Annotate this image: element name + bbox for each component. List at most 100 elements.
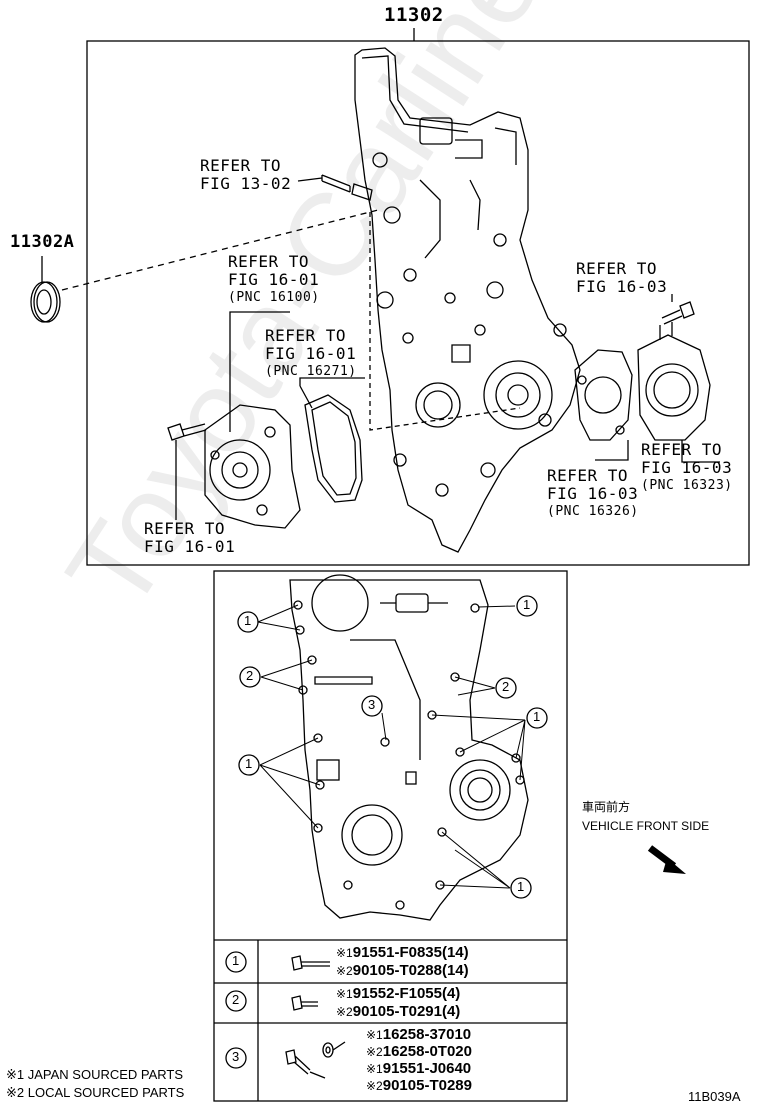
marker-label: 3 xyxy=(368,697,376,712)
bolt-icon xyxy=(291,995,318,1011)
marker-label: 1 xyxy=(523,597,531,612)
callout-line1: REFER TO xyxy=(576,259,658,278)
legend-marker: 1 xyxy=(232,953,240,968)
vehicle-front-label-en: VEHICLE FRONT SIDE xyxy=(582,819,710,833)
marker-circle xyxy=(361,695,383,717)
legend-part-line[interactable]: ※290105-T0288(14) xyxy=(336,962,469,980)
callout-refer-fig-16-03-pnc16323[interactable]: REFER TO FIG 16-03 (PNC 16323) xyxy=(641,441,733,495)
note-local-sourced: ※2 LOCAL SOURCED PARTS xyxy=(6,1085,185,1100)
part-number: 16258-0T020 xyxy=(382,1043,472,1060)
outlet-bolt xyxy=(661,301,695,325)
alignment-line-oil-seal xyxy=(61,209,379,291)
part-number: 91551-F0835(14) xyxy=(352,944,469,961)
legend-marker-circle xyxy=(225,951,247,973)
marker-circle xyxy=(510,877,532,899)
side-part-number: 11302A xyxy=(10,232,75,252)
source-mark: ※1 xyxy=(366,1028,383,1042)
callout-refer-fig-16-03-pnc16326[interactable]: REFER TO FIG 16-03 (PNC 16326) xyxy=(547,467,639,521)
water-pump-gasket-inner xyxy=(311,401,357,496)
callout-refer-fig-16-01-pnc16271[interactable]: REFER TO FIG 16-01 (PNC 16271) xyxy=(265,327,357,381)
bottom-frame xyxy=(213,570,568,1102)
callout-refer-fig-13-02[interactable]: REFER TO FIG 13-02 xyxy=(200,157,291,193)
leader-pnc16271 xyxy=(299,377,365,409)
stud-bolt xyxy=(321,174,373,201)
part-number: 90105-T0291(4) xyxy=(352,1003,461,1020)
front-direction-arrow-icon xyxy=(647,845,686,874)
legend-part-line[interactable]: ※191551-F0835(14) xyxy=(336,944,469,962)
part-number: 91551-J0640 xyxy=(382,1060,472,1077)
legend-part-line[interactable]: ※290105-T0291(4) xyxy=(336,1003,460,1021)
outlet-gasket xyxy=(574,349,633,441)
marker-circle xyxy=(495,677,517,699)
leader-pnc16323 xyxy=(681,440,720,463)
callout-line2: FIG 16-01 xyxy=(144,537,236,556)
water-outlet-housing xyxy=(637,322,711,441)
legend-marker: 2 xyxy=(232,992,240,1007)
marker-circle xyxy=(526,707,548,729)
marker-circle xyxy=(237,611,259,633)
callout-refer-fig-16-01-pnc16100[interactable]: REFER TO FIG 16-01 (PNC 16100) xyxy=(228,253,320,307)
callout-line2: FIG 13-02 xyxy=(200,174,292,193)
callout-pnc: (PNC 16323) xyxy=(641,478,733,493)
source-mark: ※1 xyxy=(336,946,353,960)
marker-label: 2 xyxy=(502,679,510,694)
washer-icon xyxy=(322,1041,346,1058)
part-number: 90105-T0289 xyxy=(382,1077,472,1094)
callout-line1: REFER TO xyxy=(265,326,347,345)
legend-part-line[interactable]: ※191551-J0640 xyxy=(366,1060,471,1078)
callout-line1: REFER TO xyxy=(641,440,723,459)
marker-circle xyxy=(516,595,538,617)
marker-label: 2 xyxy=(246,668,254,683)
leader-pnc16326 xyxy=(595,440,629,461)
top-frame xyxy=(86,40,750,566)
source-mark: ※1 xyxy=(366,1062,383,1076)
legend-part-line[interactable]: ※290105-T0289 xyxy=(366,1077,472,1095)
top-part-number: 11302 xyxy=(384,4,444,26)
part-number: 91552-F1055(4) xyxy=(352,985,461,1002)
callout-line1: REFER TO xyxy=(547,466,629,485)
vehicle-front-label-jp: 車両前方 xyxy=(582,800,631,814)
callout-line2: FIG 16-03 xyxy=(547,484,639,503)
leader-refer-13-02 xyxy=(297,177,323,182)
marker-label: 1 xyxy=(517,879,525,894)
callout-line1: REFER TO xyxy=(228,252,310,271)
callout-pnc: (PNC 16326) xyxy=(547,504,639,519)
legend-part-line[interactable]: ※191552-F1055(4) xyxy=(336,985,460,1003)
callout-line1: REFER TO xyxy=(200,156,282,175)
water-pump-bolt xyxy=(167,423,207,441)
legend-marker-circle xyxy=(225,990,247,1012)
marker-circle xyxy=(239,666,261,688)
marker-label: 1 xyxy=(245,756,253,771)
legend-part-line[interactable]: ※116258-37010 xyxy=(366,1026,471,1044)
legend-marker: 3 xyxy=(232,1049,240,1064)
marker-label: 1 xyxy=(533,709,541,724)
callout-refer-fig-16-03-bolt[interactable]: REFER TO FIG 16-03 xyxy=(576,260,667,296)
callout-pnc: (PNC 16100) xyxy=(228,290,320,305)
bolt-icon xyxy=(291,955,330,971)
callout-line2: FIG 16-03 xyxy=(641,458,733,477)
oil-seal xyxy=(30,281,61,323)
legend-part-line[interactable]: ※216258-0T020 xyxy=(366,1043,472,1061)
source-mark: ※2 xyxy=(336,964,353,978)
part-number: 90105-T0288(14) xyxy=(352,962,469,979)
timing-cover-outline xyxy=(354,47,581,553)
leader-pnc16100 xyxy=(229,311,290,432)
source-mark: ※1 xyxy=(336,987,353,1001)
legend-marker-circle xyxy=(225,1047,247,1069)
part-number: 16258-37010 xyxy=(382,1026,472,1043)
marker-leaders xyxy=(257,604,526,889)
marker-label: 1 xyxy=(244,613,252,628)
bolt-icon xyxy=(285,1049,326,1079)
source-mark: ※2 xyxy=(336,1005,353,1019)
note-japan-sourced: ※1 JAPAN SOURCED PARTS xyxy=(6,1067,184,1082)
callout-line2: FIG 16-03 xyxy=(576,277,668,296)
callout-refer-fig-16-01-bolt[interactable]: REFER TO FIG 16-01 xyxy=(144,520,235,556)
cover-front-view xyxy=(289,574,529,921)
water-pump xyxy=(204,404,301,529)
figure-code: 11B039A xyxy=(688,1089,741,1104)
callout-line1: REFER TO xyxy=(144,519,226,538)
marker-circle xyxy=(238,754,260,776)
source-mark: ※2 xyxy=(366,1079,383,1093)
source-mark: ※2 xyxy=(366,1045,383,1059)
